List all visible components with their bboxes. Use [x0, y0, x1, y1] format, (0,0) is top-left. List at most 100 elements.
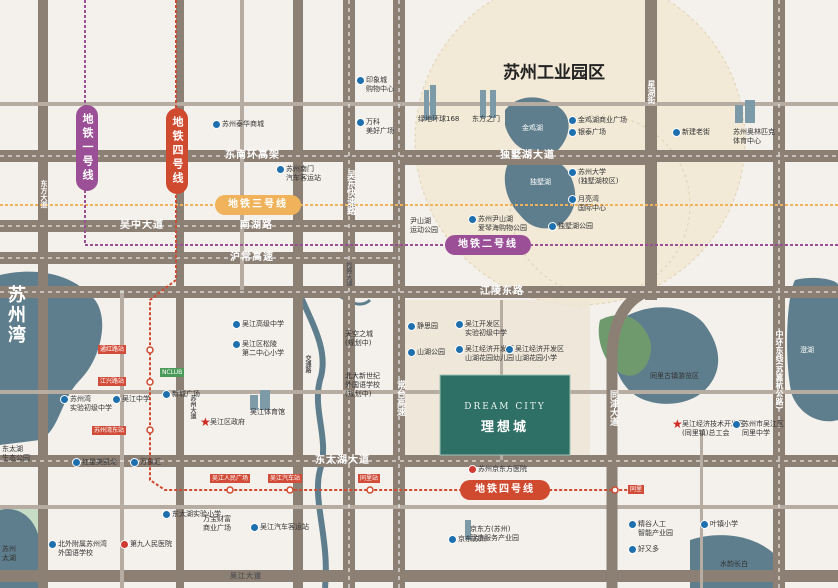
poi-marker-icon	[700, 520, 709, 529]
poi-label: 月亮湾 国际中心	[578, 195, 606, 212]
station-wujiang-square: 吴江人民广场	[210, 474, 251, 483]
metro-line1-label: 地铁一号线	[76, 105, 98, 191]
project-name-en: DREAM CITY	[464, 402, 546, 412]
poi-label: 万科 美好广场	[366, 118, 394, 135]
poi-marker-icon	[120, 540, 129, 549]
road-dongtaihu: 东太湖大道	[315, 455, 370, 466]
poi-label: 静思园	[417, 322, 438, 330]
poi-marker-icon	[48, 540, 57, 549]
poi-label: 东方之门	[472, 115, 500, 123]
poi-marker-icon	[628, 545, 637, 554]
poi-label: 吴江经济开发区 山湖花园幼儿园	[465, 345, 514, 362]
poi-marker-icon	[407, 322, 416, 331]
lake-cheng: 澄湖	[800, 346, 814, 354]
road-wujiang: 吴江大道	[230, 572, 262, 580]
poi-marker-icon	[250, 523, 259, 532]
poi-label: 苏州 太湖	[2, 545, 16, 562]
poi-label: 苏州南门 汽车客运站	[286, 165, 321, 182]
road-suzhou-avenue: 苏州大道	[189, 395, 196, 419]
metro-line4-south-label: 地铁四号线	[460, 480, 550, 500]
poi-label: 吴江经济开发区 山湖花园小学	[515, 345, 564, 362]
poi-marker-icon	[672, 128, 681, 137]
metro-line2-label: 地铁二号线	[445, 235, 531, 255]
poi-label: 独墅湖公园	[558, 222, 593, 230]
road-jiaotong: 交通路	[304, 355, 311, 373]
poi-marker-icon	[448, 535, 457, 544]
lake-jinji: 金鸡湖	[522, 124, 543, 132]
poi-marker-icon	[568, 128, 577, 137]
poi-marker-icon	[112, 395, 121, 404]
mall-badge: NCLUB	[160, 368, 185, 377]
poi-marker-icon	[356, 76, 365, 85]
poi-label: 红星美凯龙	[82, 458, 117, 466]
poi-marker-icon	[468, 465, 477, 474]
station-jiangxing: 江兴路站	[98, 377, 127, 386]
poi-label: 苏州泰华商城	[222, 120, 264, 128]
poi-label: 苏州大学 (独墅湖校区)	[578, 168, 619, 185]
road-dushu: 独墅湖大道	[500, 150, 555, 161]
poi-marker-icon	[505, 345, 514, 354]
poi-label: 北大新世纪 外国语学校 (规划中)	[345, 372, 380, 398]
poi-label: 山湖公园	[417, 348, 445, 356]
poi-label: 吴江经济技术开发区 (同里镇)总工会	[682, 420, 745, 437]
station-wujiang-bus: 吴江汽车站	[268, 474, 303, 483]
poi-label: 好又多	[638, 545, 659, 553]
poi-label: 吴江高级中学	[242, 320, 284, 328]
road-south-ring: 东南环高架	[225, 150, 280, 161]
station-suzhouwan-east: 苏州湾东站	[92, 426, 127, 435]
poi-label: 叶镇小学	[710, 520, 738, 528]
poi-label: 苏州京东方医院	[478, 465, 527, 473]
poi-marker-icon	[455, 345, 464, 354]
road-zhonghuan-east: 中环东线(苏嘉杭公路)	[775, 330, 784, 410]
district-suzhou-bay: 苏州 湾	[8, 285, 26, 346]
poi-marker-icon	[60, 395, 69, 404]
road-songling: 松陵大道	[345, 262, 352, 286]
road-dongfang: 东方大道	[40, 180, 48, 208]
poi-label: 北外附属苏州湾 外国语学校	[58, 540, 107, 557]
poi-label: 新城广场	[172, 390, 200, 398]
station-tongli: 同里站	[358, 474, 381, 483]
poi-label: 绿地环球168	[418, 115, 460, 123]
poi-label: 金鸡湖商业广场	[578, 116, 627, 124]
poi-marker-icon	[628, 520, 637, 529]
poi-label: 万宝财富 商业广场	[203, 515, 231, 532]
poi-marker-icon	[548, 222, 557, 231]
poi-label: 吴江区松陵 第二中心小学	[242, 340, 284, 357]
poi-marker-icon	[568, 168, 577, 177]
poi-marker-icon	[232, 320, 241, 329]
poi-marker-icon	[72, 458, 81, 467]
poi-marker-icon	[162, 510, 171, 519]
poi-label: 苏州尹山湖 爱琴海购物公园	[478, 215, 527, 232]
road-xinghu: 星湖街	[647, 80, 656, 104]
poi-marker-icon	[212, 120, 221, 129]
poi-label: 东太湖实验小学	[172, 510, 221, 518]
station-tonghong: 通红路站	[98, 345, 127, 354]
poi-label: 水韵长白	[720, 560, 748, 568]
poi-marker-icon	[407, 348, 416, 357]
poi-label: 吴江汽车客运站	[260, 523, 309, 531]
poi-marker-icon	[732, 420, 741, 429]
poi-label: 吴江中学	[122, 395, 150, 403]
poi-marker-icon	[356, 118, 365, 127]
poi-label: 银泰广场	[578, 128, 606, 136]
poi-label: 苏州奥林匹克 体育中心	[733, 128, 775, 145]
poi-marker-icon	[455, 320, 464, 329]
poi-label: 苏州市吴江区 同里中学	[742, 420, 784, 437]
project-name-cn: 理想城	[480, 420, 529, 435]
poi-label: 万象汇	[140, 458, 161, 466]
poi-label: 苏州湾 实验初级中学	[70, 395, 112, 412]
poi-label: 新建老街	[682, 128, 710, 136]
poi-label: 精谷人工 智能产业园	[638, 520, 673, 537]
poi-label: 印象城 购物中心	[366, 76, 394, 93]
star-icon: ★	[200, 415, 211, 429]
poi-label: 吴江区政府	[210, 418, 245, 426]
road-tongjin: 同津大道	[608, 390, 618, 426]
lake-dushu: 独墅湖	[530, 178, 551, 186]
road-nanhu: 南湖路	[240, 220, 273, 231]
road-jiangling: 江陵东路	[480, 286, 524, 297]
poi-marker-icon	[468, 215, 477, 224]
poi-label: 京东方(苏州) 智造服务产业园	[470, 525, 519, 542]
road-wudong: 吴东快速路	[345, 170, 355, 215]
